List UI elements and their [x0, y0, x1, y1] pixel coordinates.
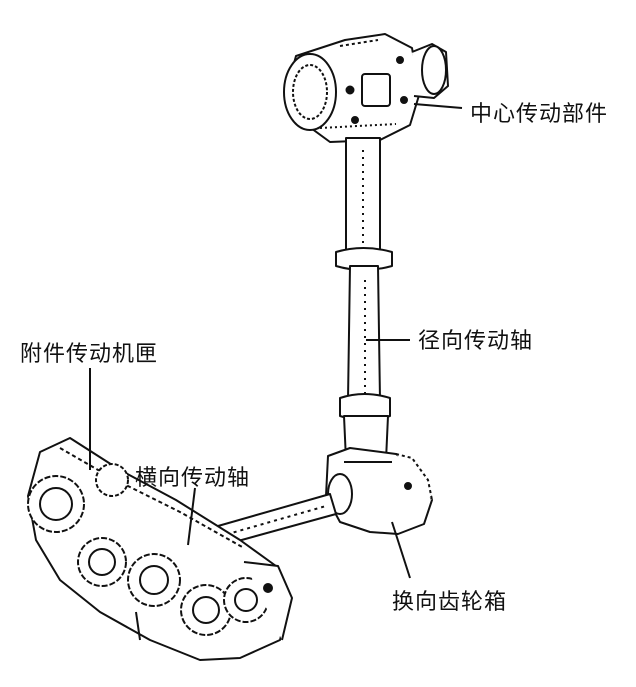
- radial-shaft: [335, 137, 393, 461]
- label-accessory-gearbox: 附件传动机匣: [20, 342, 159, 367]
- label-center-drive: 中心传动部件: [470, 102, 609, 127]
- transfer-gearbox: [325, 447, 433, 535]
- label-transfer-gearbox: 换向齿轮箱: [392, 590, 508, 615]
- leader-lines: [89, 103, 463, 579]
- center-drive-unit: [283, 33, 449, 143]
- label-radial-shaft: 径向传动轴: [418, 329, 534, 354]
- gear-pads: [27, 463, 269, 636]
- accessory-gearbox: [27, 437, 293, 661]
- label-horizontal-shaft: 横向传动轴: [135, 466, 251, 491]
